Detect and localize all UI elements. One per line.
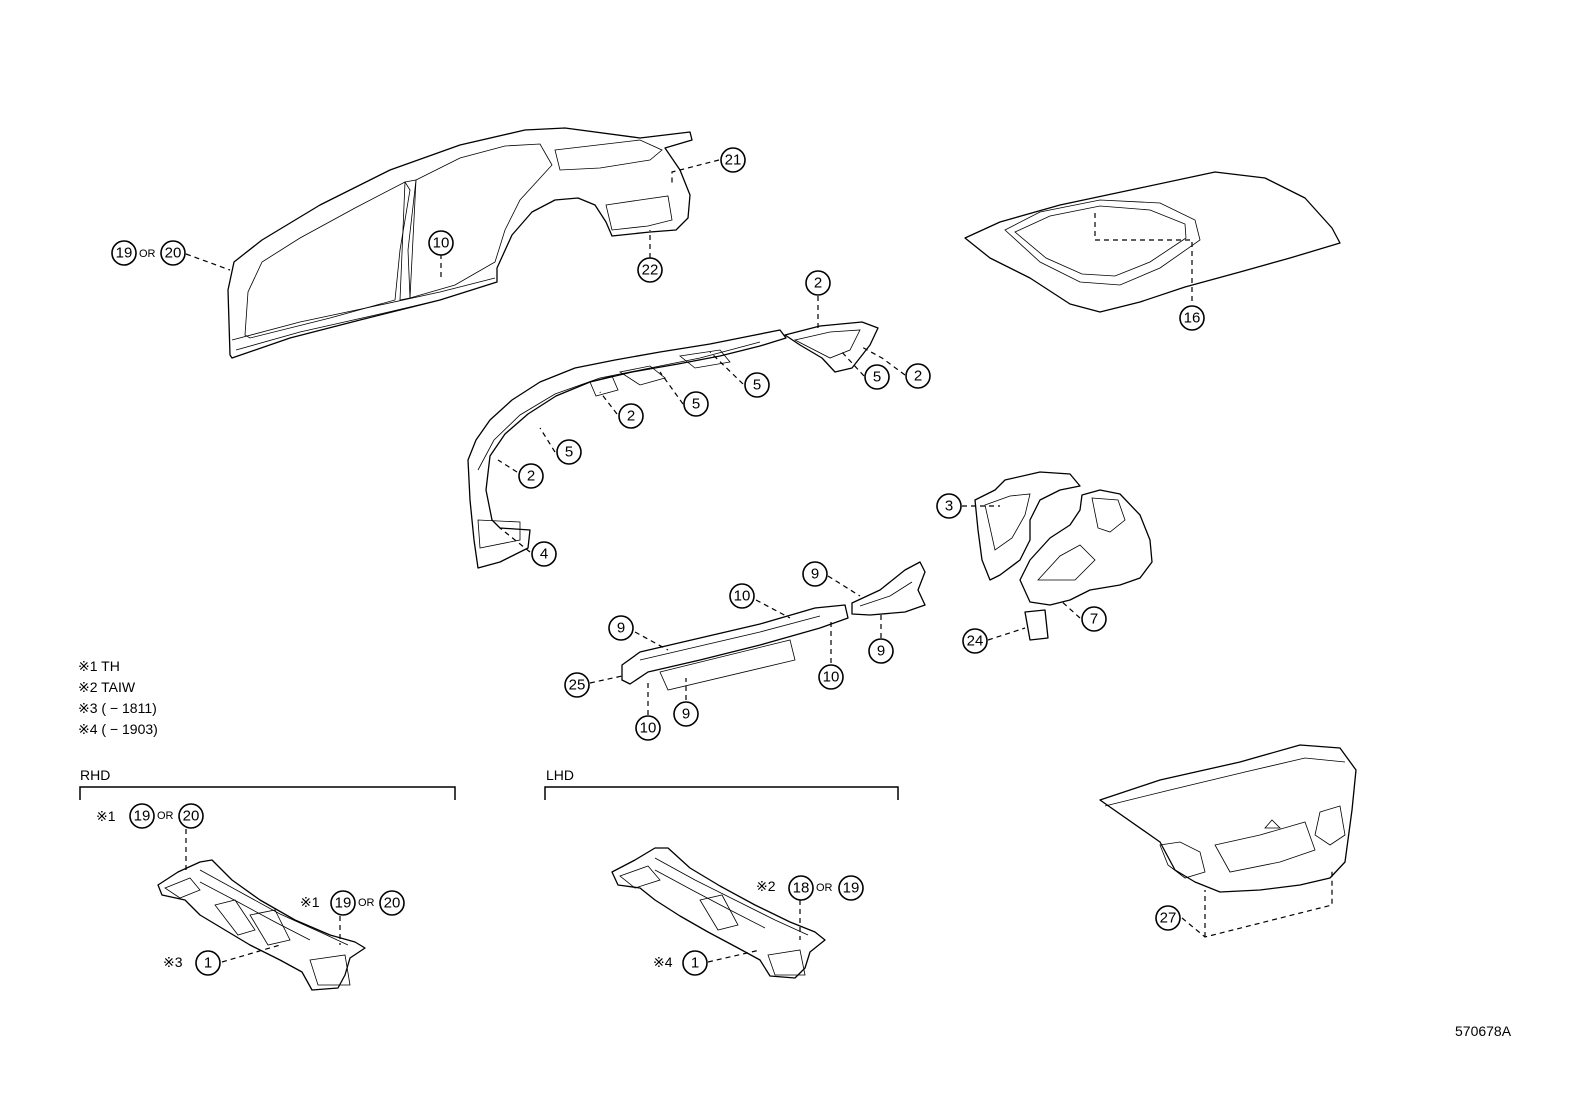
svg-text:10: 10 bbox=[433, 235, 450, 252]
roof-panel bbox=[964, 171, 1341, 313]
callout-2[interactable]: 2 bbox=[805, 270, 831, 296]
callout-10[interactable]: 10 bbox=[818, 664, 844, 690]
callout-5[interactable]: 5 bbox=[864, 364, 890, 390]
callout-7[interactable]: 7 bbox=[1081, 606, 1107, 632]
callout-10[interactable]: 10 bbox=[428, 230, 454, 256]
callout-18[interactable]: 18 bbox=[788, 875, 814, 901]
callout-5[interactable]: 5 bbox=[556, 439, 582, 465]
leader-lines bbox=[185, 159, 1333, 963]
callout-10[interactable]: 10 bbox=[635, 715, 661, 741]
svg-text:20: 20 bbox=[384, 895, 401, 912]
callout-9[interactable]: 9 bbox=[608, 615, 634, 641]
or-label: OR bbox=[358, 897, 375, 909]
note-1: ※1 TH bbox=[78, 658, 120, 674]
rhd-label: RHD bbox=[80, 767, 110, 783]
lhd-label: LHD bbox=[546, 767, 574, 783]
svg-text:5: 5 bbox=[692, 396, 700, 413]
callout-16[interactable]: 16 bbox=[1179, 305, 1205, 331]
callout-19[interactable]: 19 bbox=[111, 240, 137, 266]
svg-text:5: 5 bbox=[753, 377, 761, 394]
svg-text:18: 18 bbox=[793, 880, 810, 897]
callout-2[interactable]: 2 bbox=[905, 363, 931, 389]
cowl-panel-lhd bbox=[611, 847, 826, 979]
callout-10[interactable]: 10 bbox=[729, 583, 755, 609]
svg-text:24: 24 bbox=[967, 633, 984, 650]
svg-text:10: 10 bbox=[823, 669, 840, 686]
callout-9[interactable]: 9 bbox=[868, 638, 894, 664]
side-outer-panel bbox=[227, 127, 693, 359]
svg-text:2: 2 bbox=[814, 275, 822, 292]
svg-text:7: 7 bbox=[1090, 611, 1098, 628]
svg-text:3: 3 bbox=[945, 498, 953, 515]
svg-text:9: 9 bbox=[617, 620, 625, 637]
callout-2[interactable]: 2 bbox=[618, 403, 644, 429]
callout-19[interactable]: 19 bbox=[838, 875, 864, 901]
svg-text:19: 19 bbox=[116, 245, 133, 262]
note-2: ※2 TAIW bbox=[78, 679, 136, 695]
svg-text:9: 9 bbox=[877, 643, 885, 660]
svg-text:10: 10 bbox=[640, 720, 657, 737]
callout-19[interactable]: 19 bbox=[129, 803, 155, 829]
callout-5[interactable]: 5 bbox=[683, 391, 709, 417]
svg-text:4: 4 bbox=[540, 546, 548, 563]
svg-text:2: 2 bbox=[527, 468, 535, 485]
mark-3-rhd: ※3 bbox=[163, 954, 183, 970]
svg-text:19: 19 bbox=[134, 808, 151, 825]
svg-text:22: 22 bbox=[642, 262, 659, 279]
svg-text:20: 20 bbox=[165, 245, 182, 262]
svg-text:25: 25 bbox=[569, 677, 586, 694]
diagram-id: 570678A bbox=[1455, 1023, 1512, 1039]
or-label: OR bbox=[139, 248, 156, 260]
svg-text:19: 19 bbox=[335, 895, 352, 912]
rear-wheel-house bbox=[974, 471, 1153, 641]
mark-1-rhd-top: ※1 bbox=[96, 808, 116, 824]
or-label: OR bbox=[816, 882, 833, 894]
callout-25[interactable]: 25 bbox=[564, 672, 590, 698]
callout-9[interactable]: 9 bbox=[673, 701, 699, 727]
svg-text:9: 9 bbox=[682, 706, 690, 723]
callout-1[interactable]: 1 bbox=[682, 950, 708, 976]
callout-20[interactable]: 20 bbox=[379, 890, 405, 916]
callout-20[interactable]: 20 bbox=[178, 803, 204, 829]
notes-legend: ※1 TH ※2 TAIW ※3 ( − 1811) ※4 ( − 1903) bbox=[78, 658, 158, 737]
note-4: ※4 ( − 1903) bbox=[78, 721, 158, 737]
callout-2[interactable]: 2 bbox=[518, 463, 544, 489]
callout-4[interactable]: 4 bbox=[531, 541, 557, 567]
svg-text:20: 20 bbox=[183, 808, 200, 825]
svg-text:5: 5 bbox=[565, 444, 573, 461]
callout-9[interactable]: 9 bbox=[802, 561, 828, 587]
roof-side-rail-inner bbox=[467, 321, 879, 569]
callout-22[interactable]: 22 bbox=[637, 257, 663, 283]
callout-3[interactable]: 3 bbox=[936, 493, 962, 519]
section-brackets bbox=[79, 786, 899, 800]
mark-4-lhd: ※4 bbox=[653, 954, 673, 970]
callout-20[interactable]: 20 bbox=[160, 240, 186, 266]
callout-5[interactable]: 5 bbox=[744, 372, 770, 398]
svg-text:27: 27 bbox=[1160, 910, 1177, 927]
svg-text:19: 19 bbox=[843, 880, 860, 897]
callout-21[interactable]: 21 bbox=[720, 147, 746, 173]
note-3: ※3 ( − 1811) bbox=[78, 700, 157, 716]
mark-2-lhd: ※2 bbox=[756, 878, 776, 894]
svg-text:16: 16 bbox=[1184, 310, 1201, 327]
callout-27[interactable]: 27 bbox=[1155, 905, 1181, 931]
rocker-panel bbox=[621, 561, 926, 691]
callout-24[interactable]: 24 bbox=[962, 628, 988, 654]
svg-text:1: 1 bbox=[691, 955, 699, 972]
svg-text:2: 2 bbox=[627, 408, 635, 425]
svg-text:21: 21 bbox=[725, 152, 742, 169]
luggage-compartment-door bbox=[1099, 744, 1357, 893]
cowl-panel-rhd bbox=[157, 859, 366, 991]
callout-19[interactable]: 19 bbox=[330, 890, 356, 916]
mark-1-rhd-right: ※1 bbox=[300, 894, 320, 910]
svg-text:5: 5 bbox=[873, 369, 881, 386]
svg-text:10: 10 bbox=[734, 588, 751, 605]
svg-text:9: 9 bbox=[811, 566, 819, 583]
callout-1[interactable]: 1 bbox=[195, 950, 221, 976]
svg-text:2: 2 bbox=[914, 368, 922, 385]
svg-text:1: 1 bbox=[204, 955, 212, 972]
or-label: OR bbox=[157, 810, 174, 822]
